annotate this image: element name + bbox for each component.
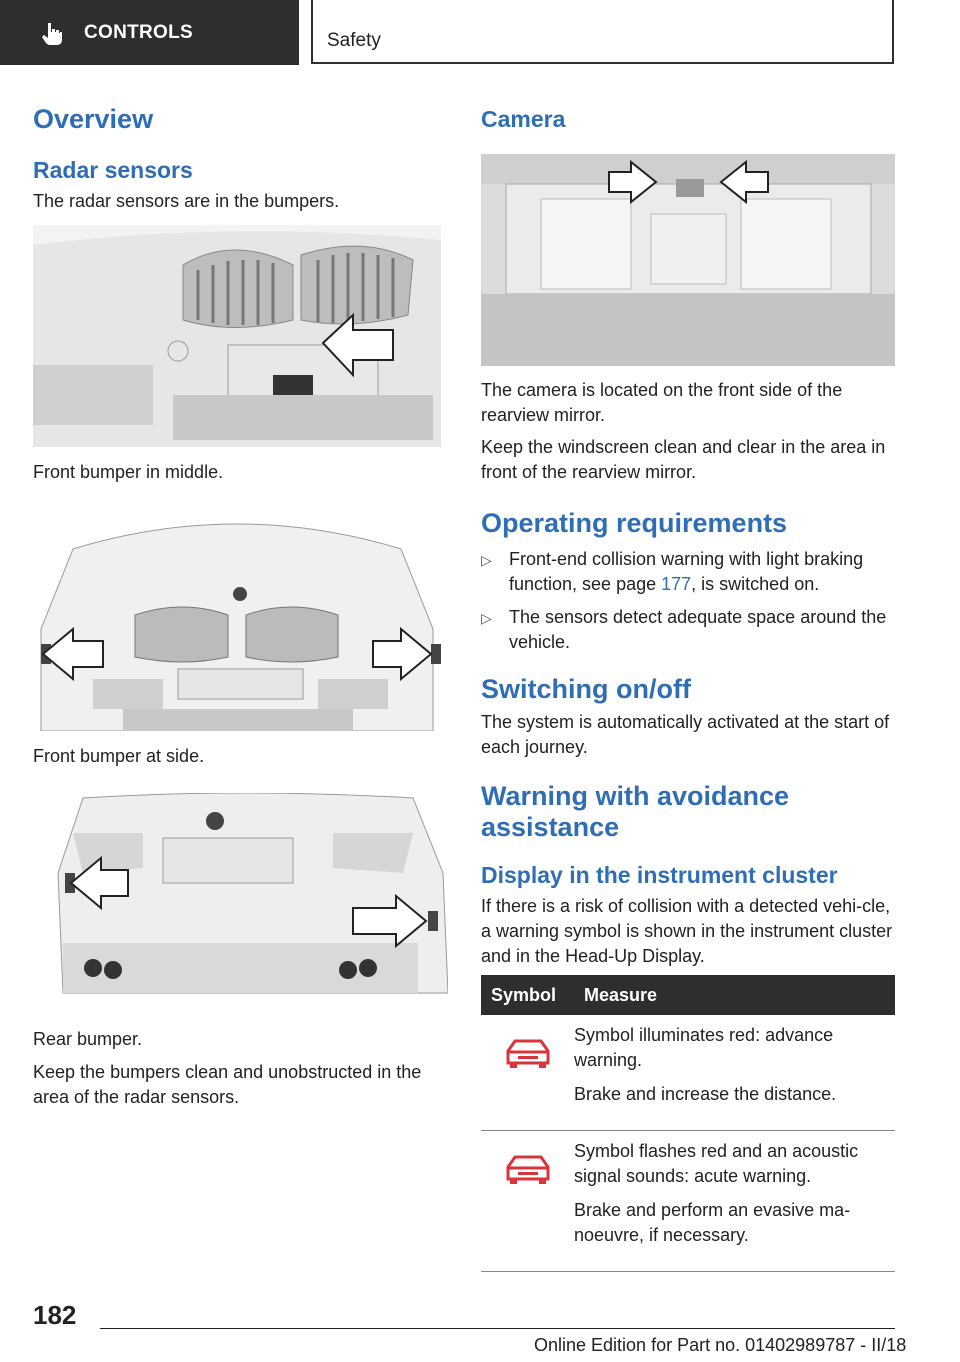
keep-clean-text: Keep the bumpers clean and unobstructed … <box>33 1062 422 1107</box>
measure-line-1: Symbol illuminates red: advance warning. <box>574 1025 834 1070</box>
measure-line-2: Brake and perform an evasive ma-noeuvre,… <box>574 1200 851 1245</box>
heading-warning-avoidance: Warning with avoidance assistance <box>481 781 790 842</box>
symbol-cell <box>481 1015 574 1131</box>
requirement-item: ▷ Front-end collision warning with light… <box>481 549 864 594</box>
heading-operating-requirements: Operating requirements <box>481 508 788 538</box>
topic-header: Safety <box>311 0 894 64</box>
footer-divider <box>100 1328 895 1329</box>
hand-pointer-icon <box>42 22 62 45</box>
measure-cell: Symbol flashes red and an acoustic signa… <box>574 1130 895 1272</box>
heading-radar-sensors: Radar sensors <box>33 157 193 183</box>
car-warning-icon <box>506 1155 549 1184</box>
table-row: Symbol flashes red and an acoustic signa… <box>481 1130 895 1272</box>
page-link[interactable]: 177 <box>661 574 692 594</box>
symbol-table: Symbol Measure Symbol illuminates red: a… <box>481 975 895 1272</box>
heading-overview: Overview <box>33 104 154 134</box>
bullet-triangle-icon: ▷ <box>481 552 492 568</box>
caption-rear: Rear bumper. <box>33 1029 143 1049</box>
measure-line-2: Brake and increase the distance. <box>574 1084 837 1104</box>
radar-intro: The radar sensors are in the bumpers. <box>33 191 340 211</box>
rear-bumper-image <box>33 793 448 1015</box>
page-number: 182 <box>33 1300 77 1330</box>
display-text: If there is a risk of collision with a d… <box>481 896 893 966</box>
section-label: CONTROLS <box>84 21 194 43</box>
camera-text-2: Keep the windscreen clean and clear in t… <box>481 437 886 482</box>
front-bumper-side-image <box>33 509 441 731</box>
topic-label: Safety <box>327 30 381 51</box>
requirement-item: ▷ The sensors detect adequate space arou… <box>481 607 887 652</box>
heading-camera: Camera <box>481 106 566 132</box>
front-bumper-middle-image <box>33 225 441 447</box>
heading-display-cluster: Display in the instrument cluster <box>481 862 838 888</box>
column-header-symbol: Symbol <box>481 975 574 1015</box>
heading-switching: Switching on/off <box>481 674 691 704</box>
edition-text: Online Edition for Part no. 01402989787 … <box>534 1335 907 1355</box>
switching-text: The system is automatically activated at… <box>481 712 890 757</box>
left-column: Overview Radar sensors The radar sensors… <box>33 100 448 1110</box>
caption-front-middle: Front bumper in middle. <box>33 462 224 482</box>
bullet-triangle-icon: ▷ <box>481 610 492 626</box>
right-column: Camera The camera is located on the fron… <box>481 100 895 1272</box>
table-row: Symbol illuminates red: advance warning.… <box>481 1015 895 1131</box>
car-warning-icon <box>506 1039 549 1068</box>
table-header-row: Symbol Measure <box>481 975 895 1015</box>
camera-text-1: The camera is located on the front side … <box>481 380 843 425</box>
measure-line-1: Symbol flashes red and an acoustic signa… <box>574 1141 859 1186</box>
symbol-cell <box>481 1130 574 1272</box>
section-tab[interactable]: CONTROLS <box>0 0 299 65</box>
measure-cell: Symbol illuminates red: advance warning.… <box>574 1015 895 1131</box>
camera-location-image <box>481 154 895 366</box>
column-header-measure: Measure <box>574 975 895 1015</box>
caption-front-side: Front bumper at side. <box>33 746 205 766</box>
